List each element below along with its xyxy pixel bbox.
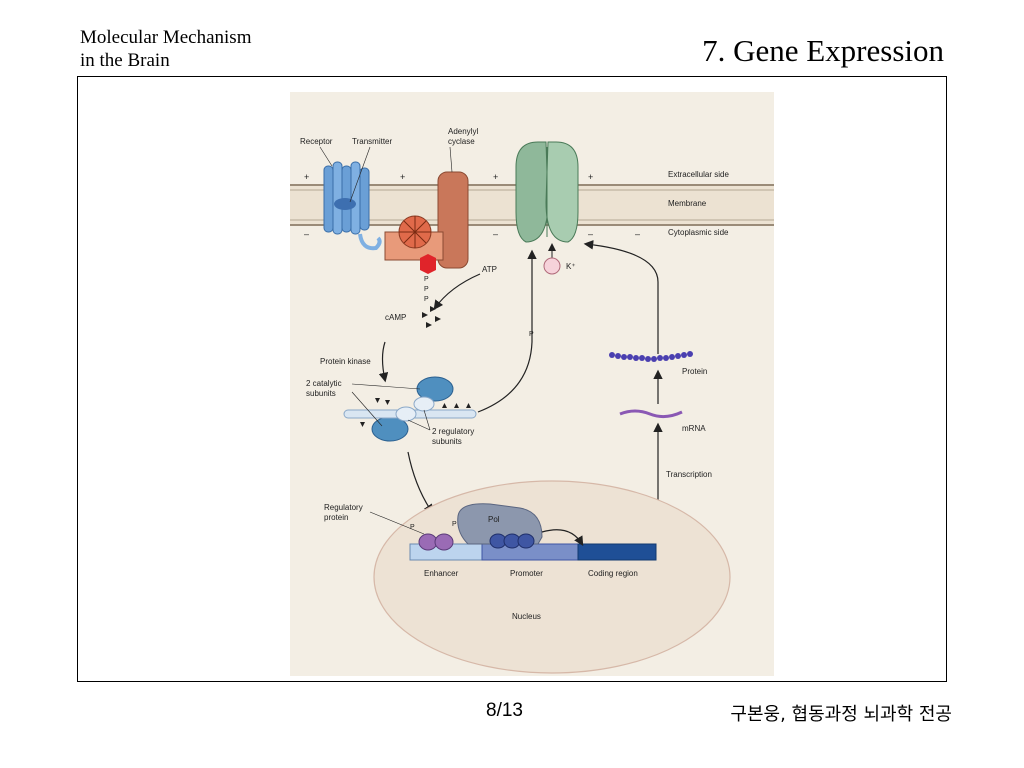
cytoplasmic-label: Cytoplasmic side	[668, 228, 729, 237]
camp-label: cAMP	[385, 313, 406, 322]
course-title: Molecular Mechanism in the Brain	[80, 26, 251, 72]
course-title-line2: in the Brain	[80, 50, 170, 71]
camp-molecules	[422, 306, 441, 328]
minus-sign: –	[493, 229, 498, 239]
minus-sign: –	[635, 229, 640, 239]
protein-label: Protein	[682, 367, 707, 376]
pol-label: Pol	[488, 515, 500, 524]
phosphate-label: P	[424, 286, 429, 293]
regulatory-protein-shape	[418, 533, 454, 551]
potassium-ion	[543, 257, 561, 275]
regulatory-subunits-line1: 2 regulatory	[432, 427, 474, 436]
adenylyl-label: Adenylyl	[448, 127, 478, 136]
content-frame	[77, 76, 947, 682]
plus-sign: +	[304, 172, 309, 182]
receptor-shape	[323, 161, 382, 251]
protein-chain	[609, 351, 693, 362]
nucleus-label: Nucleus	[512, 612, 541, 621]
minus-sign: –	[588, 229, 593, 239]
atp-label: ATP	[482, 265, 497, 274]
slide-title: 7. Gene Expression	[702, 33, 944, 68]
phosphate-label: P	[424, 276, 429, 283]
membrane-label: Membrane	[668, 199, 707, 208]
phosphate-label: P	[452, 521, 457, 528]
phosphate-label: P	[424, 296, 429, 303]
phosphate-label: P	[529, 331, 534, 338]
transcription-label: Transcription	[666, 470, 712, 479]
regulatory-protein-label-line2: protein	[324, 513, 348, 522]
protein-kinase-shape	[343, 376, 477, 442]
gene-expression-diagram: + + + + – – – – Extracellular side Membr…	[290, 92, 774, 676]
author-credit: 구본웅, 협동과정 뇌과학 전공	[730, 704, 952, 725]
minus-sign: –	[304, 229, 309, 239]
potassium-channel-shape	[515, 141, 579, 243]
regulatory-protein-label-line1: Regulatory	[324, 503, 363, 512]
cyclase-label: cyclase	[448, 137, 475, 146]
phosphate-label: P	[410, 524, 415, 531]
transmitter-label: Transmitter	[352, 137, 392, 146]
catalytic-label-line2: subunits	[306, 389, 336, 398]
course-title-line1: Molecular Mechanism	[80, 27, 252, 48]
promoter-label: Promoter	[510, 569, 543, 578]
coding-region-segment	[577, 543, 657, 561]
receptor-label: Receptor	[300, 137, 333, 146]
regulatory-subunits-line2: subunits	[432, 437, 462, 446]
plus-sign: +	[588, 172, 593, 182]
page-number: 8/13	[486, 700, 523, 721]
k-ion-label: K⁺	[566, 262, 576, 271]
mrna-strand	[619, 409, 683, 419]
enhancer-label: Enhancer	[424, 569, 459, 578]
protein-kinase-label: Protein kinase	[320, 357, 371, 366]
mrna-label: mRNA	[682, 424, 706, 433]
polymerase-shape	[457, 503, 543, 545]
adenylyl-cyclase-shape	[384, 171, 469, 274]
extracellular-label: Extracellular side	[668, 170, 729, 179]
plus-sign: +	[493, 172, 498, 182]
plus-sign: +	[400, 172, 405, 182]
catalytic-label-line1: 2 catalytic	[306, 379, 342, 388]
kinase-camp-markers	[360, 398, 471, 427]
coding-region-label: Coding region	[588, 569, 638, 578]
promoter-complex	[489, 533, 535, 549]
